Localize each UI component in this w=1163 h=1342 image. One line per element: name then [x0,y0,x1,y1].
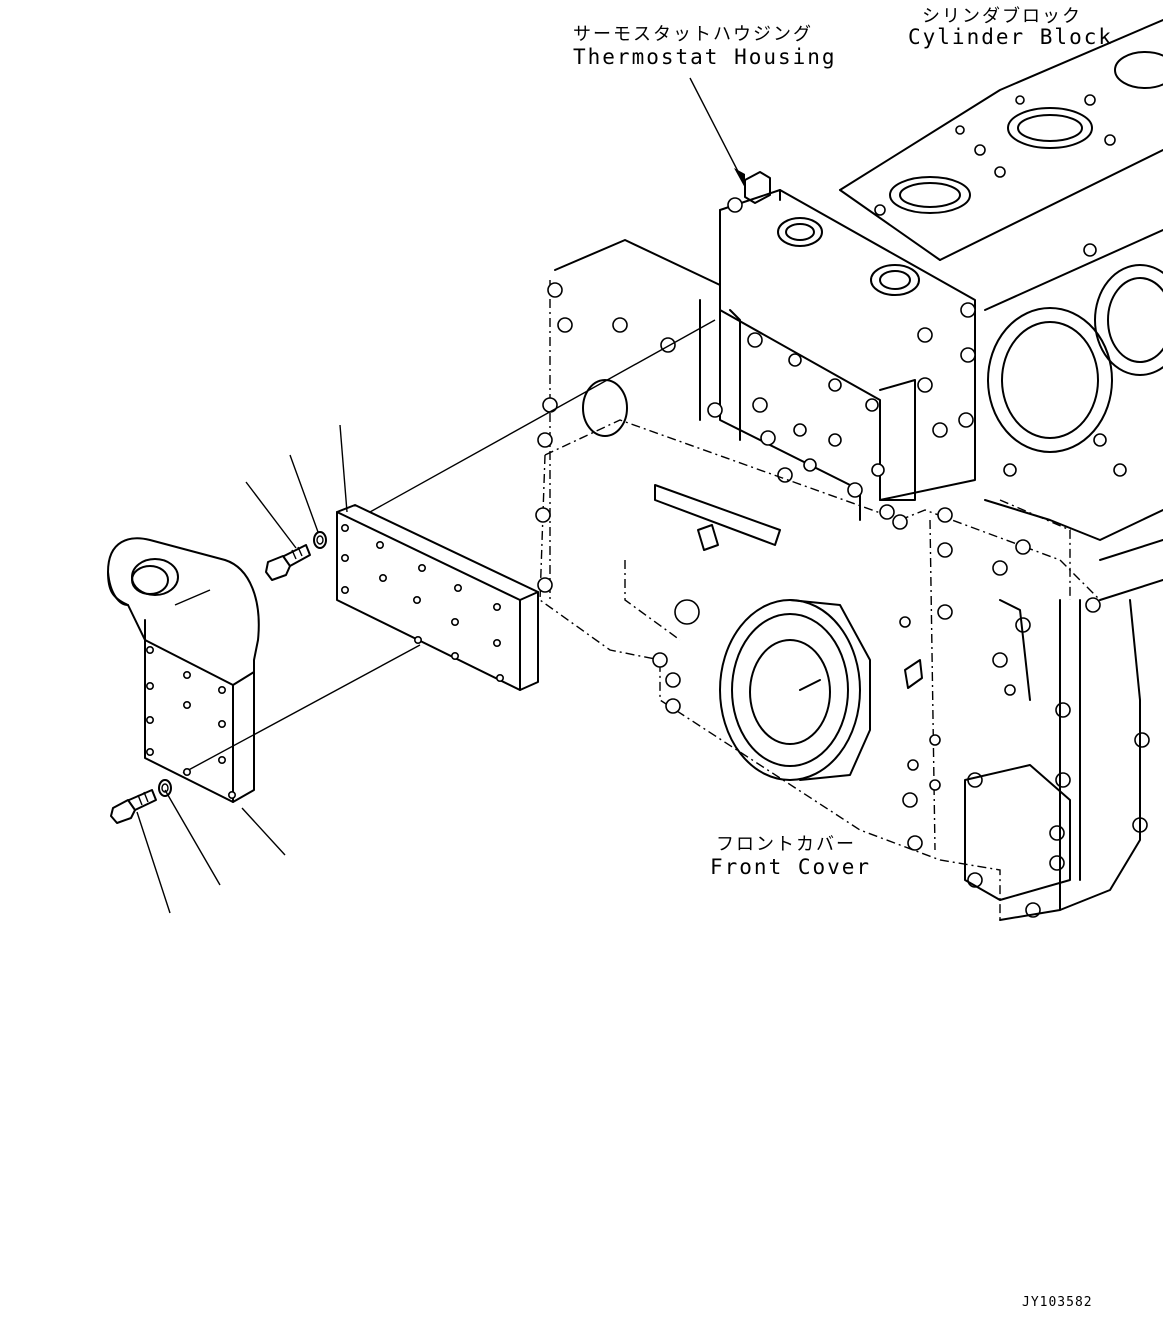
thermostat-housing-label-jp: サーモスタットハウジング [573,24,813,45]
assembly-lines [136,77,746,914]
front-cover-label-en: Front Cover [710,855,872,879]
spacer-plate [336,504,539,691]
thermostat-housing-label-en: Thermostat Housing [573,45,837,69]
cylinder-block-label-en: Cylinder Block [908,25,1114,49]
lifting-bracket [107,537,260,803]
cylinder-block-label-jp: シリンダブロック [922,6,1082,27]
washer-lower [158,779,172,797]
bolt-upper [265,544,311,581]
engine-block [535,19,1163,921]
washer-upper [313,531,327,549]
bolt-lower [110,789,157,824]
drawing-code: JY103582 [1022,1295,1093,1310]
front-cover-label-jp: フロントカバー [716,834,856,855]
